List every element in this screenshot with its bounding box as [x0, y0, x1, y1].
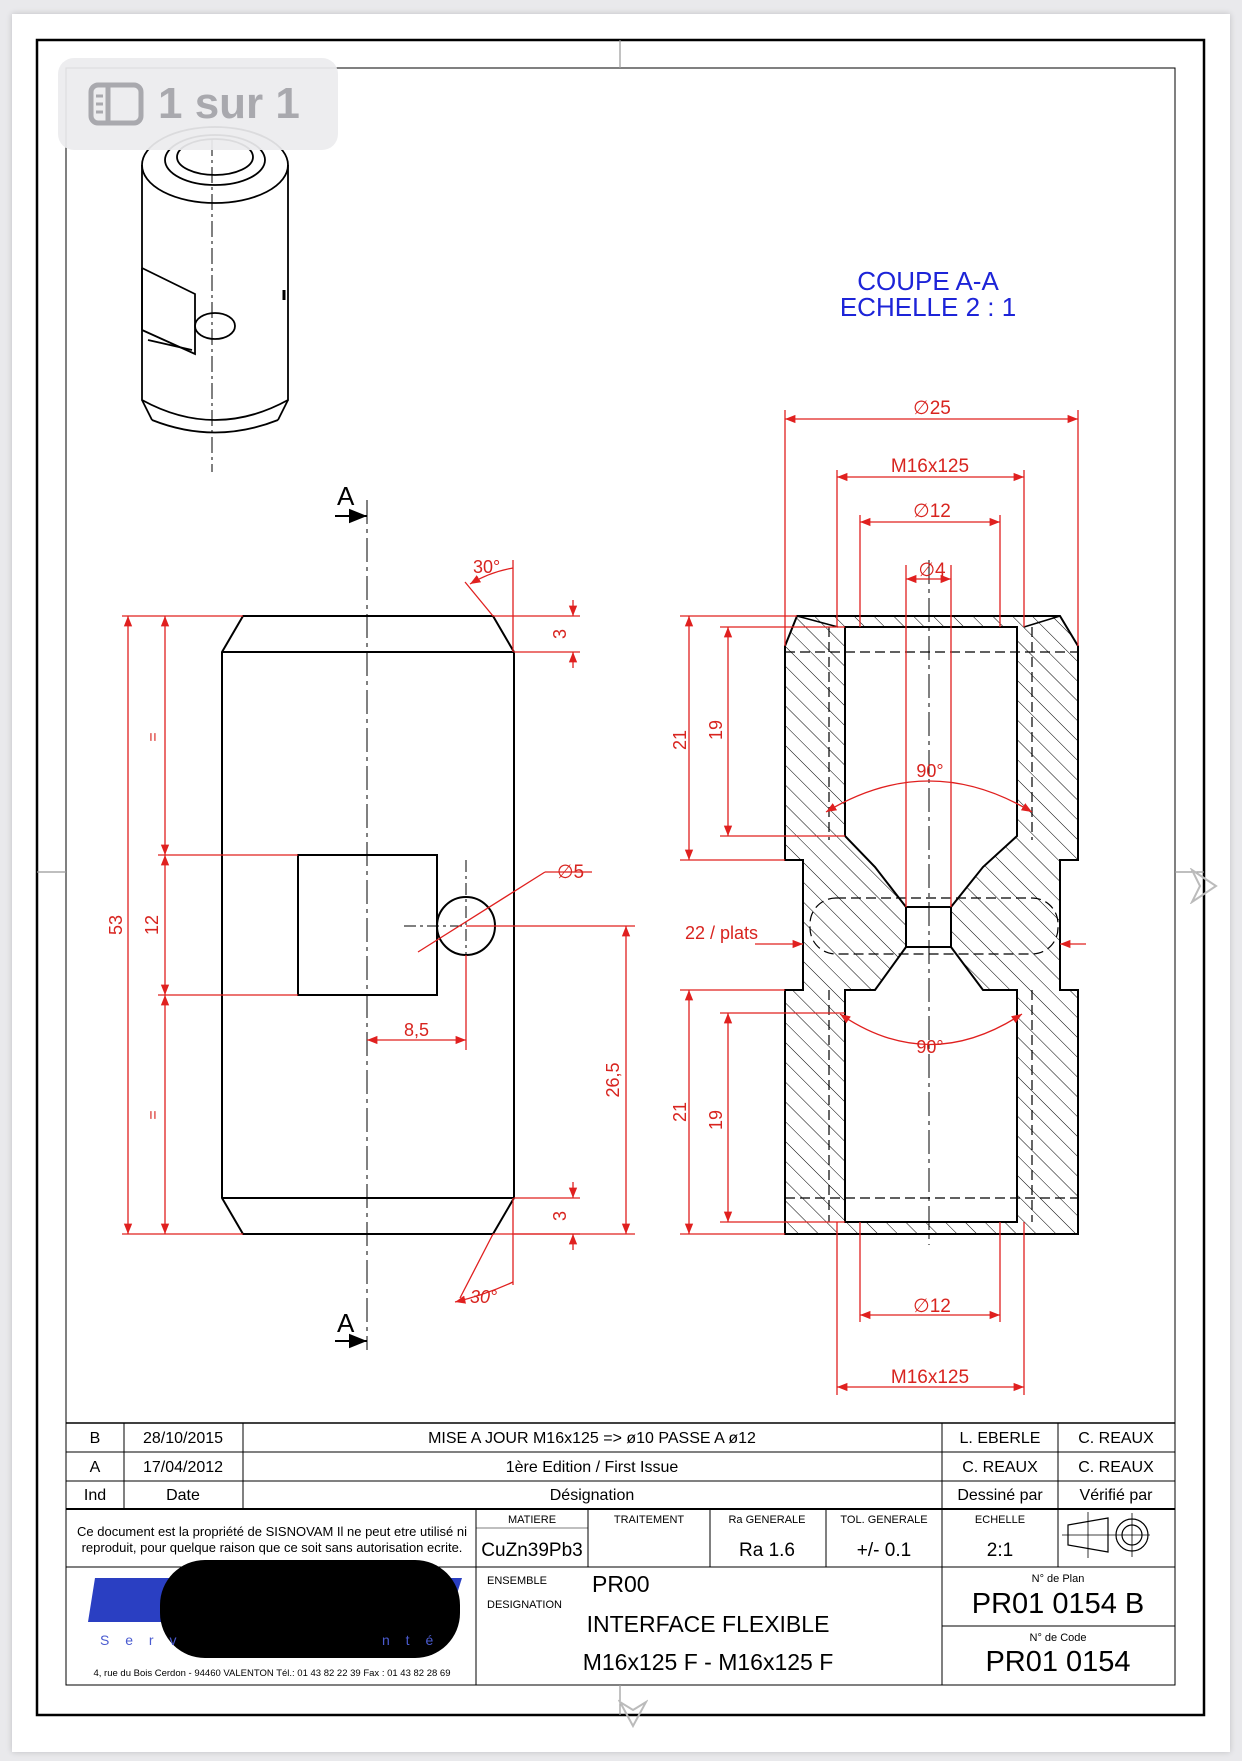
tol-label: TOL. GENERALE	[840, 1514, 927, 1526]
front-view-dim-labels: 30° 30° 3 3 53 = = 12 ∅5 8,5 26,5	[106, 557, 623, 1307]
ensemble-value: PR00	[592, 1571, 650, 1597]
company-logo: S e r v n t é	[88, 1560, 462, 1658]
dim-dia12-top: ∅12	[913, 501, 951, 522]
rev-row1-designation: MISE A JOUR M16x125 => ø10 PASSE A ø12	[428, 1430, 756, 1447]
rev-row2-checked: C. REAUX	[1078, 1459, 1154, 1476]
notice-line2: reproduit, pour quelque raison que ce so…	[82, 1540, 463, 1555]
page-indicator-label: 1 sur 1	[158, 79, 300, 128]
first-angle-projection-icon	[1062, 1512, 1150, 1558]
dim-eq-bottom: =	[145, 1110, 162, 1119]
dim-chamfer-top: 3	[550, 629, 570, 639]
section-marker-top: A	[337, 481, 355, 511]
dim-hole-dia: ∅5	[557, 862, 584, 883]
echelle-value: 2:1	[987, 1540, 1013, 1561]
echelle-label: ECHELLE	[975, 1514, 1025, 1526]
tol-value: +/- 0.1	[857, 1540, 911, 1561]
section-view	[784, 560, 1079, 1245]
dim-angle-top: 30°	[473, 557, 500, 577]
dim-dia12-bottom: ∅12	[913, 1296, 951, 1317]
page-indicator[interactable]: 1 sur 1	[58, 58, 338, 150]
rev-row1-checked: C. REAUX	[1078, 1430, 1154, 1447]
dim-depth21-bottom: 21	[670, 1102, 690, 1122]
drawing-sheet: A A 30° 30° 3 3	[12, 14, 1230, 1752]
traitement-label: TRAITEMENT	[614, 1514, 685, 1526]
isometric-view	[141, 126, 289, 472]
dim-dia4: ∅4	[918, 560, 946, 581]
dim-hole-height: 26,5	[603, 1062, 623, 1097]
plan-value: PR01 0154 B	[972, 1588, 1145, 1620]
page-down-arrow-icon[interactable]	[618, 1698, 648, 1730]
sidebar-icon[interactable]	[88, 82, 144, 126]
rev-header-drawn: Dessiné par	[957, 1487, 1043, 1504]
matiere-label: MATIERE	[508, 1514, 556, 1526]
code-label: N° de Code	[1030, 1632, 1087, 1644]
dim-chamfer-bottom: 3	[550, 1211, 570, 1221]
notice-line1: Ce document est la propriété de SISNOVAM…	[77, 1524, 467, 1539]
designation-label: DESIGNATION	[487, 1599, 562, 1611]
section-title-line1: COUPE A-A	[857, 266, 999, 296]
logo-tagline-right: n t é	[382, 1632, 439, 1648]
logo-tagline-left: S e r v	[100, 1632, 182, 1648]
revision-table-text: B 28/10/2015 MISE A JOUR M16x125 => ø10 …	[84, 1430, 1154, 1504]
designation-line1: INTERFACE FLEXIBLE	[587, 1611, 830, 1637]
rev-row1-date: 28/10/2015	[143, 1430, 223, 1447]
plan-label: N° de Plan	[1032, 1573, 1085, 1585]
dim-angle90-top: 90°	[916, 761, 943, 781]
dim-outer-dia: ∅25	[913, 398, 951, 419]
technical-drawing: A A 30° 30° 3 3	[35, 38, 1206, 1717]
rev-row2-ind: A	[90, 1459, 101, 1476]
rev-header-date: Date	[166, 1487, 200, 1504]
ensemble-label: ENSEMBLE	[487, 1575, 547, 1587]
dim-thread19-top: 19	[706, 720, 726, 740]
revision-table	[66, 1422, 1175, 1510]
front-view-dimensions	[122, 560, 635, 1304]
rev-row1-drawn: L. EBERLE	[960, 1430, 1041, 1447]
rev-header-checked: Vérifié par	[1080, 1487, 1154, 1504]
dim-angle90-bottom: 90°	[916, 1037, 943, 1057]
section-title-line2: ECHELLE 2 : 1	[840, 292, 1016, 322]
ra-value: Ra 1.6	[739, 1540, 795, 1561]
code-value: PR01 0154	[985, 1646, 1130, 1678]
dim-total-length: 53	[106, 915, 126, 935]
matiere-value: CuZn39Pb3	[481, 1540, 582, 1561]
front-view	[221, 500, 515, 1350]
section-view-dim-labels: COUPE A-A ECHELLE 2 : 1 ∅25 M16x125 ∅12 …	[670, 266, 1016, 1388]
rev-row2-date: 17/04/2012	[143, 1459, 223, 1476]
company-address: 4, rue du Bois Cerdon - 94460 VALENTON T…	[93, 1668, 450, 1679]
dim-thread-top: M16x125	[891, 456, 969, 477]
dim-thread19-bottom: 19	[706, 1110, 726, 1130]
designation-line2: M16x125 F - M16x125 F	[583, 1649, 834, 1675]
ra-label: Ra GENERALE	[728, 1514, 805, 1526]
dim-depth21-top: 21	[670, 730, 690, 750]
dim-flats: 22 / plats	[685, 923, 758, 943]
rev-row1-ind: B	[90, 1430, 101, 1447]
rev-row2-designation: 1ère Edition / First Issue	[506, 1459, 679, 1476]
rev-row2-drawn: C. REAUX	[962, 1459, 1038, 1476]
dim-thread-bottom: M16x125	[891, 1367, 969, 1388]
rev-header-ind: Ind	[84, 1487, 106, 1504]
dim-eq-top: =	[145, 732, 162, 741]
dim-hole-offset: 8,5	[404, 1020, 429, 1040]
rev-header-designation: Désignation	[550, 1487, 635, 1504]
section-view-dimensions	[680, 410, 1086, 1395]
dim-angle-bottom: 30°	[470, 1287, 497, 1307]
section-marker-bottom: A	[337, 1308, 355, 1338]
section-markers: A A	[335, 481, 367, 1349]
dim-flat-height: 12	[142, 915, 162, 935]
title-block-text: Ce document est la propriété de SISNOVAM…	[77, 1514, 1144, 1679]
next-page-arrow-icon[interactable]	[1188, 868, 1218, 904]
